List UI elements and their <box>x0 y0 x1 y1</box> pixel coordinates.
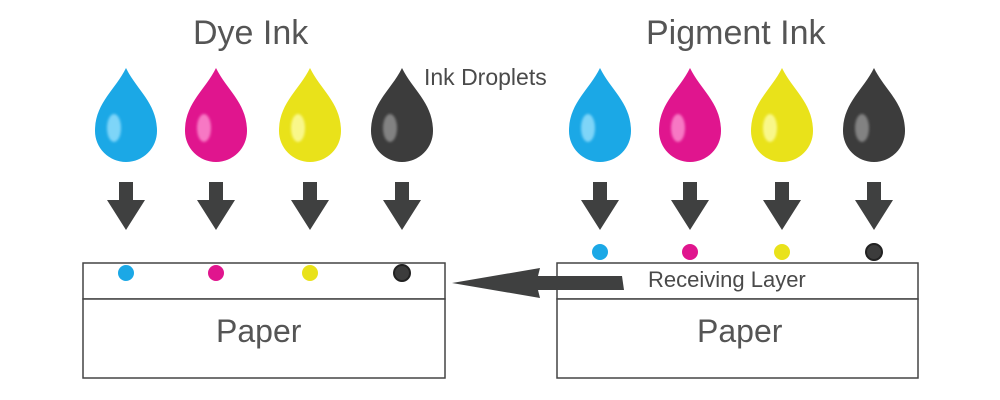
dye-black-ink-dot <box>393 264 411 282</box>
dye-receiving-layer <box>82 262 446 300</box>
dye-cyan-ink-dot <box>118 265 134 281</box>
pigment-yellow-ink-dot <box>774 244 790 260</box>
pigment-paper-label: Paper <box>697 313 783 349</box>
dye-paper-sheet <box>82 298 446 379</box>
pigment-ink-title: Pigment Ink <box>646 14 826 52</box>
dye-magenta-ink-drop <box>185 68 247 162</box>
pigment-yellow-down-arrow <box>763 182 801 230</box>
pigment-cyan-ink-drop <box>569 68 631 162</box>
dye-ink-title: Dye Ink <box>193 14 309 52</box>
dye-cyan-drop-highlight <box>107 114 121 142</box>
dye-drop-group <box>95 68 433 282</box>
dye-magenta-ink-dot <box>208 265 224 281</box>
dye-yellow-drop-highlight <box>291 114 305 142</box>
ink-droplets-label: Ink Droplets <box>424 64 547 90</box>
dye-cyan-down-arrow <box>107 182 145 230</box>
dye-magenta-drop-highlight <box>197 114 211 142</box>
pigment-magenta-down-arrow <box>671 182 709 230</box>
receiving-layer-pointer-arrow <box>452 268 624 298</box>
pigment-yellow-ink-drop <box>751 68 813 162</box>
pigment-magenta-drop-highlight <box>671 114 685 142</box>
dye-black-drop-highlight <box>383 114 397 142</box>
pigment-cyan-down-arrow <box>581 182 619 230</box>
dye-paper-label: Paper <box>216 313 302 349</box>
dye-yellow-down-arrow <box>291 182 329 230</box>
receiving-layer-label: Receiving Layer <box>648 267 806 292</box>
pigment-black-ink-drop <box>843 68 905 162</box>
dye-yellow-ink-drop <box>279 68 341 162</box>
pigment-black-drop-highlight <box>855 114 869 142</box>
pigment-cyan-ink-dot <box>592 244 608 260</box>
pigment-yellow-drop-highlight <box>763 114 777 142</box>
pigment-magenta-ink-dot <box>682 244 698 260</box>
pigment-paper-sheet <box>556 298 919 379</box>
pigment-drop-group <box>569 68 905 261</box>
pigment-cyan-drop-highlight <box>581 114 595 142</box>
dye-cyan-ink-drop <box>95 68 157 162</box>
dye-black-down-arrow <box>383 182 421 230</box>
dye-yellow-ink-dot <box>302 265 318 281</box>
pigment-black-down-arrow <box>855 182 893 230</box>
pigment-black-ink-dot <box>865 243 883 261</box>
pigment-magenta-ink-drop <box>659 68 721 162</box>
dye-magenta-down-arrow <box>197 182 235 230</box>
